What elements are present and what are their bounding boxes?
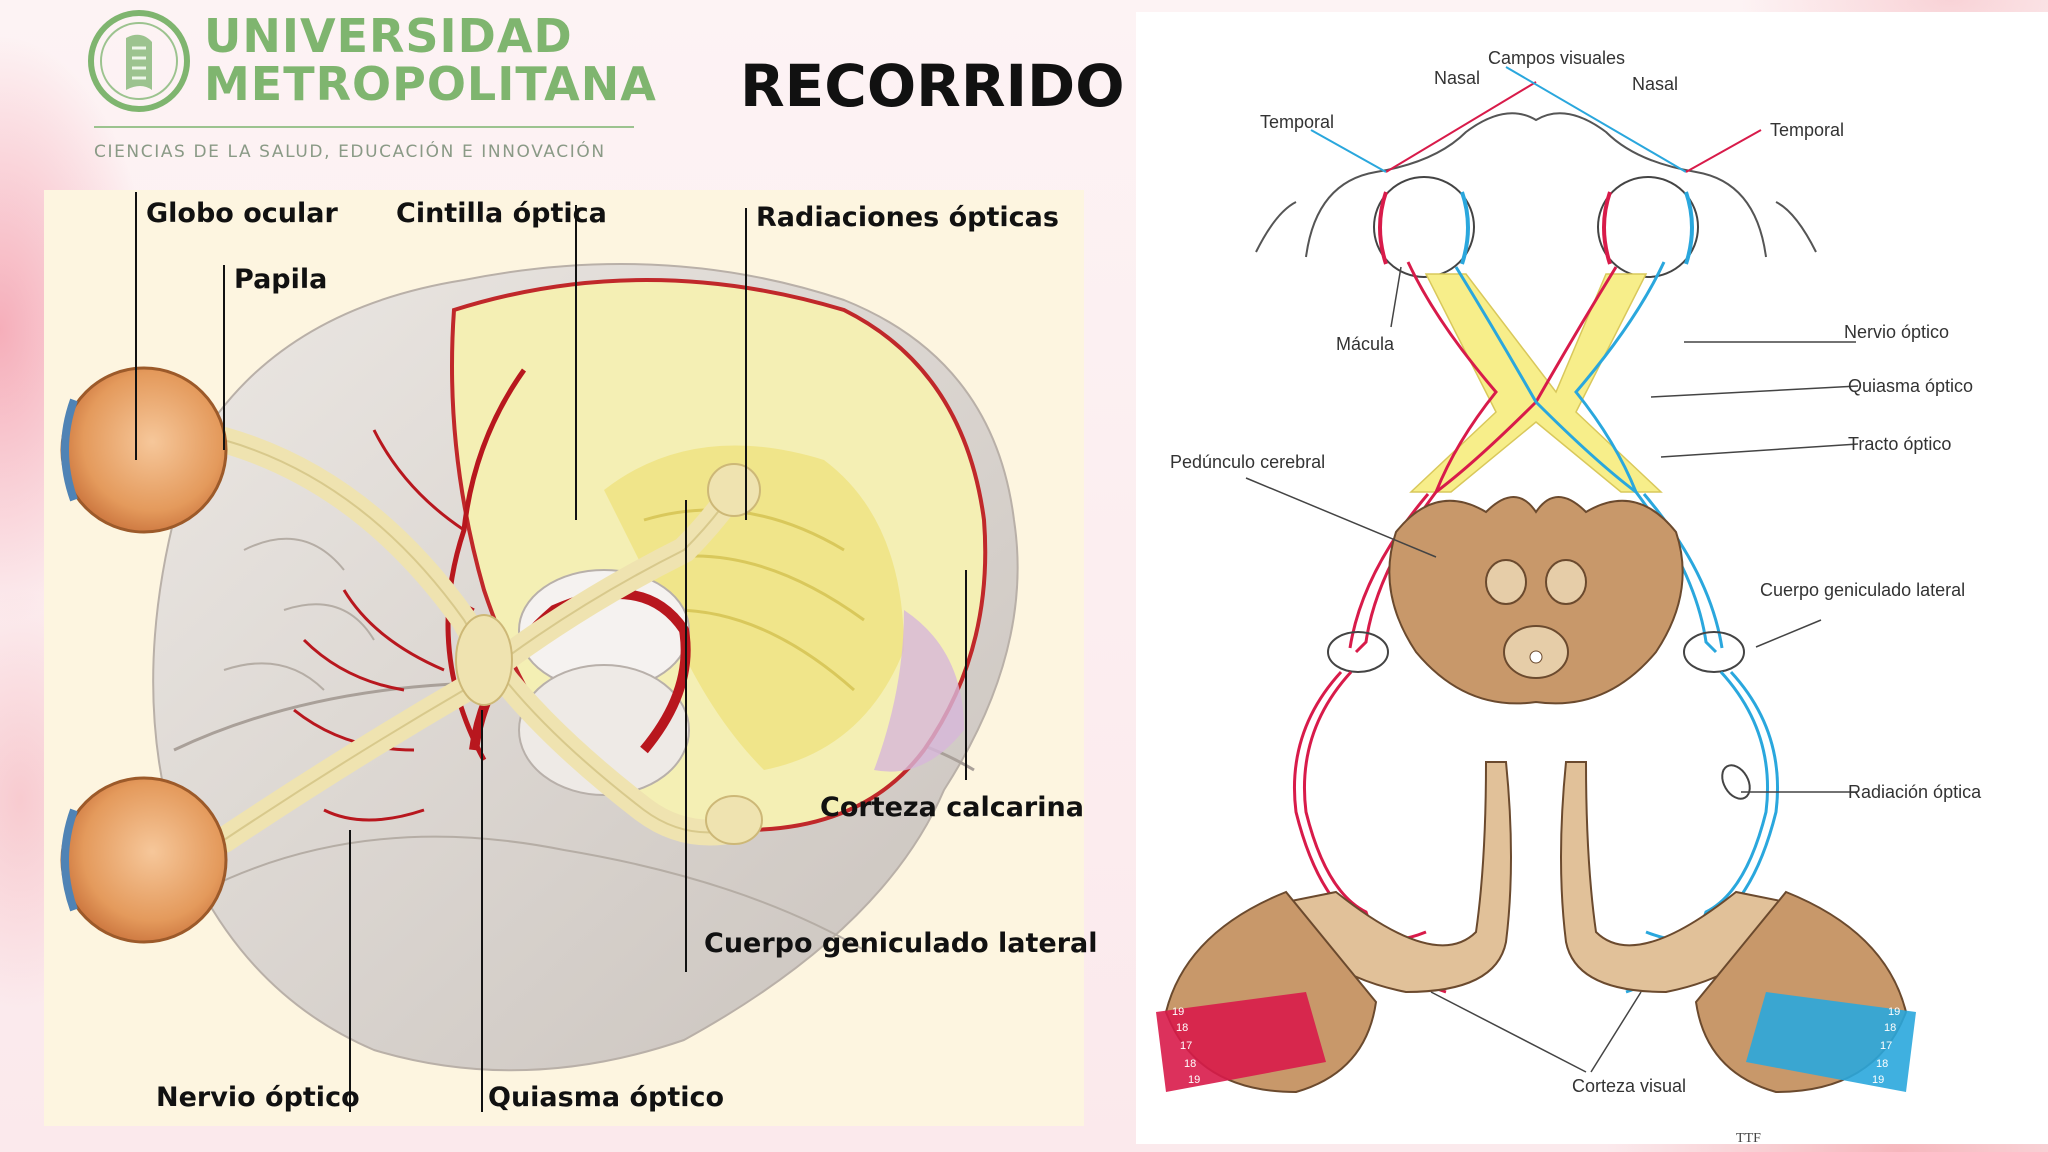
area-number-left-3: 18 <box>1184 1058 1197 1070</box>
label-tracto-optico: Tracto óptico <box>1848 434 1952 454</box>
label-nervio-optico: Nervio óptico <box>156 1082 360 1113</box>
university-logo: UNIVERSIDAD METROPOLITANA CIENCIAS DE LA… <box>86 8 656 168</box>
label-corteza-visual: Corteza visual <box>1572 1076 1687 1096</box>
logo-name-line2: METROPOLITANA <box>204 57 657 111</box>
area-number-right-3: 18 <box>1876 1058 1889 1070</box>
area-number-left-2: 17 <box>1180 1040 1193 1052</box>
area-number-left-0: 19 <box>1172 1006 1185 1018</box>
label-quiasma-optico-right: Quiasma óptico <box>1848 376 1974 396</box>
area-number-left-1: 18 <box>1176 1022 1189 1034</box>
area-number-right-4: 19 <box>1872 1074 1885 1086</box>
brain-illustration <box>60 192 1019 1112</box>
right-striate-cortex <box>1746 992 1916 1092</box>
area-number-right-2: 17 <box>1880 1040 1893 1052</box>
visual-pathway-panel: TTF Campos visuales Nasal Nasal Temporal… <box>1136 12 2048 1144</box>
visual-pathway-diagram: TTF <box>1156 66 1916 1144</box>
logo-emblem-icon <box>88 10 190 112</box>
area-number-right-0: 19 <box>1888 1006 1901 1018</box>
optic-chiasm <box>1409 273 1663 493</box>
label-nervio-optico-right: Nervio óptico <box>1844 322 1950 342</box>
label-macula: Mácula <box>1336 334 1395 354</box>
optic-chiasm <box>455 614 513 706</box>
eyeball-upper <box>60 366 228 534</box>
brain-illustration-panel: Globo ocular Papila Cintilla óptica Radi… <box>44 190 1098 1126</box>
left-lateral-geniculate <box>1327 631 1389 673</box>
label-cuerpo-geniculado-lateral-right: Cuerpo geniculado lateral <box>1760 580 1966 600</box>
logo-tagline: CIENCIAS DE LA SALUD, EDUCACIÓN E INNOVA… <box>94 142 606 162</box>
logo-name-line1: UNIVERSIDAD <box>204 9 573 63</box>
label-temporal-left: Temporal <box>1260 112 1335 132</box>
area-number-left-4: 19 <box>1188 1074 1201 1086</box>
eyeball-lower <box>60 776 228 944</box>
slide-title: RECORRIDO <box>740 52 1125 120</box>
label-quiasma-optico: Quiasma óptico <box>488 1082 725 1113</box>
label-campos-visuales: Campos visuales <box>1488 48 1626 68</box>
label-cuerpo-geniculado-lateral: Cuerpo geniculado lateral <box>704 928 1098 959</box>
label-globo-ocular: Globo ocular <box>146 198 338 229</box>
label-papila: Papila <box>234 264 328 295</box>
left-eye <box>1373 176 1475 278</box>
brainstem <box>1388 496 1684 705</box>
label-corteza-calcarina: Corteza calcarina <box>820 792 1084 823</box>
label-radiaciones-opticas: Radiaciones ópticas <box>756 202 1059 233</box>
label-temporal-right: Temporal <box>1770 120 1845 140</box>
logo-divider <box>94 126 634 128</box>
label-radiacion-optica: Radiación óptica <box>1848 782 1982 802</box>
label-pedunculo-cerebral: Pedúnculo cerebral <box>1170 452 1326 472</box>
label-cintilla-optica: Cintilla óptica <box>396 198 607 229</box>
right-lateral-geniculate <box>1683 631 1745 673</box>
right-eye <box>1597 176 1699 278</box>
illustration-signature: TTF <box>1736 1131 1761 1144</box>
label-nasal-left: Nasal <box>1434 68 1481 88</box>
left-striate-cortex <box>1156 992 1326 1092</box>
label-nasal-right: Nasal <box>1632 74 1679 94</box>
area-number-right-1: 18 <box>1884 1022 1897 1034</box>
